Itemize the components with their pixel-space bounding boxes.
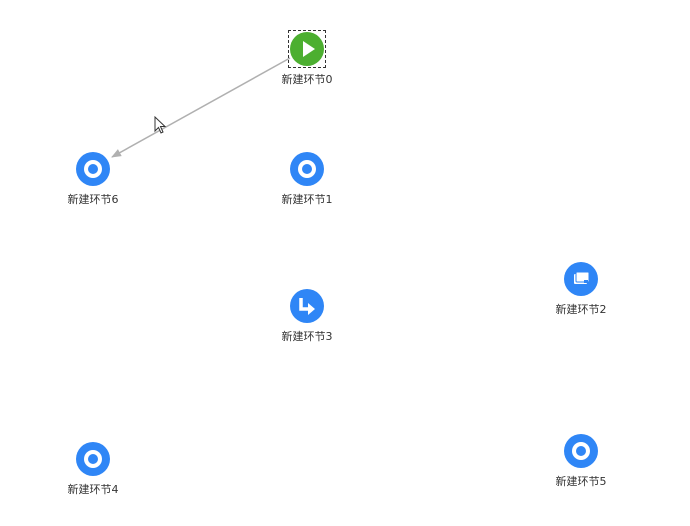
node-icon-wrap [563, 261, 599, 297]
node-label: 新建环节3 [281, 330, 333, 343]
workflow-node-6[interactable]: 新建环节6 [53, 151, 133, 207]
node-label: 新建环节1 [281, 193, 333, 206]
node-label: 新建环节0 [281, 73, 333, 86]
workflow-node-1[interactable]: 新建环节1 [267, 151, 347, 207]
target-icon [76, 152, 110, 186]
play-icon [290, 32, 324, 66]
mouse-cursor-icon [154, 116, 167, 134]
workflow-node-4[interactable]: 新建环节4 [53, 441, 133, 497]
target-icon [76, 442, 110, 476]
node-icon-wrap [289, 288, 325, 324]
node-label: 新建环节6 [67, 193, 119, 206]
workflow-node-5[interactable]: 新建环节5 [541, 433, 621, 489]
workflow-node-0[interactable]: 新建环节0 [267, 30, 347, 87]
node-icon-wrap [75, 151, 111, 187]
workflow-node-2[interactable]: 新建环节2 [541, 261, 621, 317]
node-icon-wrap [289, 151, 325, 187]
node-icon-wrap [288, 30, 326, 68]
node-label: 新建环节5 [555, 475, 607, 488]
node-icon-wrap [75, 441, 111, 477]
node-label: 新建环节4 [67, 483, 119, 496]
node-icon-wrap [563, 433, 599, 469]
target-icon [290, 152, 324, 186]
workflow-node-3[interactable]: 新建环节3 [267, 288, 347, 344]
window-icon [564, 262, 598, 296]
target-icon [564, 434, 598, 468]
turn-right-arrow-icon [290, 289, 324, 323]
edge-n0-to-n6[interactable] [111, 57, 291, 158]
node-label: 新建环节2 [555, 303, 607, 316]
